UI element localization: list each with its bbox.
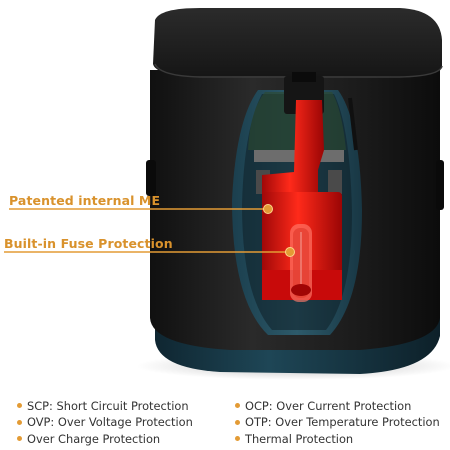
internal-me-label: Patented internal ME	[9, 193, 161, 208]
bullet-dot-icon	[235, 403, 240, 409]
bullet-dot-icon	[235, 436, 240, 442]
feature-over-charge: Over Charge Protection	[17, 431, 235, 447]
bullet-dot-icon	[17, 419, 22, 425]
feature-otp: OTP: Over Temperature Protection	[235, 415, 447, 431]
feature-label: Over Charge Protection	[27, 431, 161, 446]
feature-label: OCP: Over Current Protection	[245, 398, 412, 413]
feature-scp: SCP: Short Circuit Protection	[17, 398, 235, 414]
bullet-dot-icon	[17, 403, 22, 409]
fuse-protection-label: Built-in Fuse Protection	[4, 236, 173, 251]
protection-features-list: SCP: Short Circuit Protection OCP: Over …	[17, 398, 447, 447]
bullet-dot-icon	[235, 419, 240, 425]
feature-label: SCP: Short Circuit Protection	[27, 398, 189, 413]
feature-label: Thermal Protection	[245, 431, 354, 446]
feature-thermal: Thermal Protection	[235, 431, 447, 447]
feature-label: OTP: Over Temperature Protection	[245, 415, 440, 430]
feature-ocp: OCP: Over Current Protection	[235, 398, 447, 414]
feature-ovp: OVP: Over Voltage Protection	[17, 415, 235, 431]
bullet-dot-icon	[17, 436, 22, 442]
adapter-product-image	[4, 8, 450, 380]
feature-label: OVP: Over Voltage Protection	[27, 415, 193, 430]
